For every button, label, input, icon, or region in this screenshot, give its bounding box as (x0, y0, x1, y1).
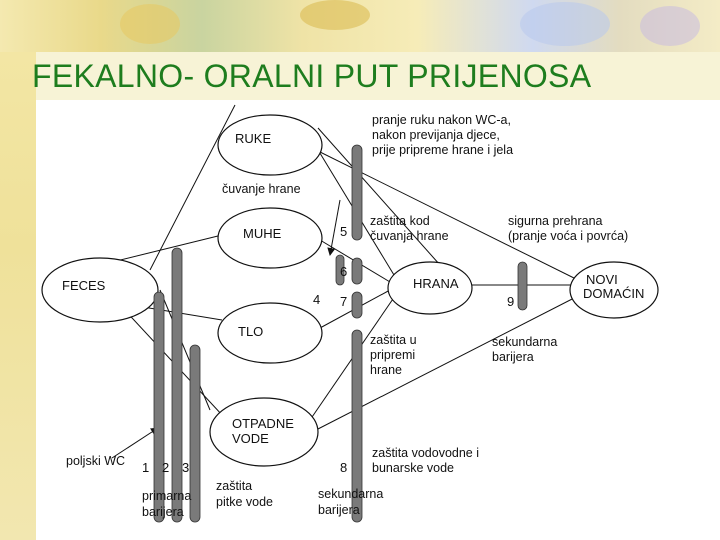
barrier-bar-4 (335, 254, 345, 286)
label-muhe: MUHE (243, 226, 282, 241)
label-tlo: TLO (238, 324, 263, 339)
annotation-pranje-1: pranje ruku nakon WC-a, (372, 113, 511, 127)
annotation-zastita-u-3: hrane (370, 363, 402, 377)
barrier-number-2: 2 (162, 460, 169, 475)
label-feces: FECES (62, 278, 106, 293)
label-otpadne: OTPADNE (232, 416, 294, 431)
decorative-flower (640, 6, 700, 46)
barrier-bar-5 (351, 144, 363, 241)
barrier-number-3: 3 (182, 460, 189, 475)
node-feces (41, 257, 159, 323)
decorative-flower (300, 0, 370, 30)
decorative-flower (520, 2, 610, 46)
barrier-number-7: 7 (340, 294, 347, 309)
barrier-number-9: 9 (507, 294, 514, 309)
annotation-pitke-2: pitke vode (216, 495, 273, 509)
annotation-zastita-kod-2: čuvanja hrane (370, 229, 449, 243)
barrier-bar-2 (171, 247, 183, 523)
annotation-pranje-3: prije pripreme hrane i jela (372, 143, 513, 157)
annotation-zastita-kod-1: zaštita kod (370, 214, 430, 228)
decorative-flower (120, 4, 180, 44)
annotation-sek-barijera-2: barijera (492, 350, 534, 364)
annotation-zastita-u-2: pripremi (370, 348, 415, 362)
decorative-left-strip (0, 52, 36, 540)
barrier-number-8: 8 (340, 460, 347, 475)
label-novi: NOVI (586, 272, 618, 287)
label-domacin: DOMAĆIN (583, 286, 644, 301)
barrier-bar-9 (517, 261, 528, 311)
annotation-pitke-1: zaštita (216, 479, 252, 493)
barrier-bar-6 (351, 257, 363, 285)
annotation-poljski-wc: poljski WC (66, 454, 125, 468)
barrier-bar-1 (153, 291, 165, 523)
node-ruke (217, 114, 323, 176)
annotation-cuvanje: čuvanje hrane (222, 182, 301, 196)
label-vode: VODE (232, 431, 269, 446)
annotation-zastita-vod-1: zaštita vodovodne i (372, 446, 479, 460)
annotation-zastita-u-1: zaštita u (370, 333, 417, 347)
annotation-primarna-1: primarna (142, 489, 191, 503)
node-tlo (217, 302, 323, 364)
node-novi-domacin (569, 261, 659, 319)
annotation-sek-barijera-1: sekundarna (492, 335, 557, 349)
barrier-number-1: 1 (142, 460, 149, 475)
node-otpadne-vode (209, 397, 319, 467)
barrier-number-4: 4 (313, 292, 320, 307)
page-title: FEKALNO- ORALNI PUT PRIJENOSA (32, 58, 592, 94)
annotation-pranje-2: nakon previjanja djece, (372, 128, 500, 142)
annotation-sigurna-2: (pranje voća i povrća) (508, 229, 628, 243)
barrier-bar-7 (351, 291, 363, 319)
barrier-number-5: 5 (340, 224, 347, 239)
barrier-number-6: 6 (340, 264, 347, 279)
label-hrana: HRANA (413, 276, 459, 291)
label-ruke: RUKE (235, 131, 271, 146)
annotation-sigurna-1: sigurna prehrana (508, 214, 603, 228)
annotation-sekundarna-1: sekundarna (318, 487, 383, 501)
node-hrana (387, 261, 473, 315)
annotation-zastita-vod-2: bunarske vode (372, 461, 454, 475)
annotation-sekundarna-2: barijera (318, 503, 360, 517)
annotation-primarna-2: barijera (142, 505, 184, 519)
barrier-bar-8 (351, 329, 363, 523)
barrier-bar-3 (189, 344, 201, 523)
node-muhe (217, 207, 323, 269)
